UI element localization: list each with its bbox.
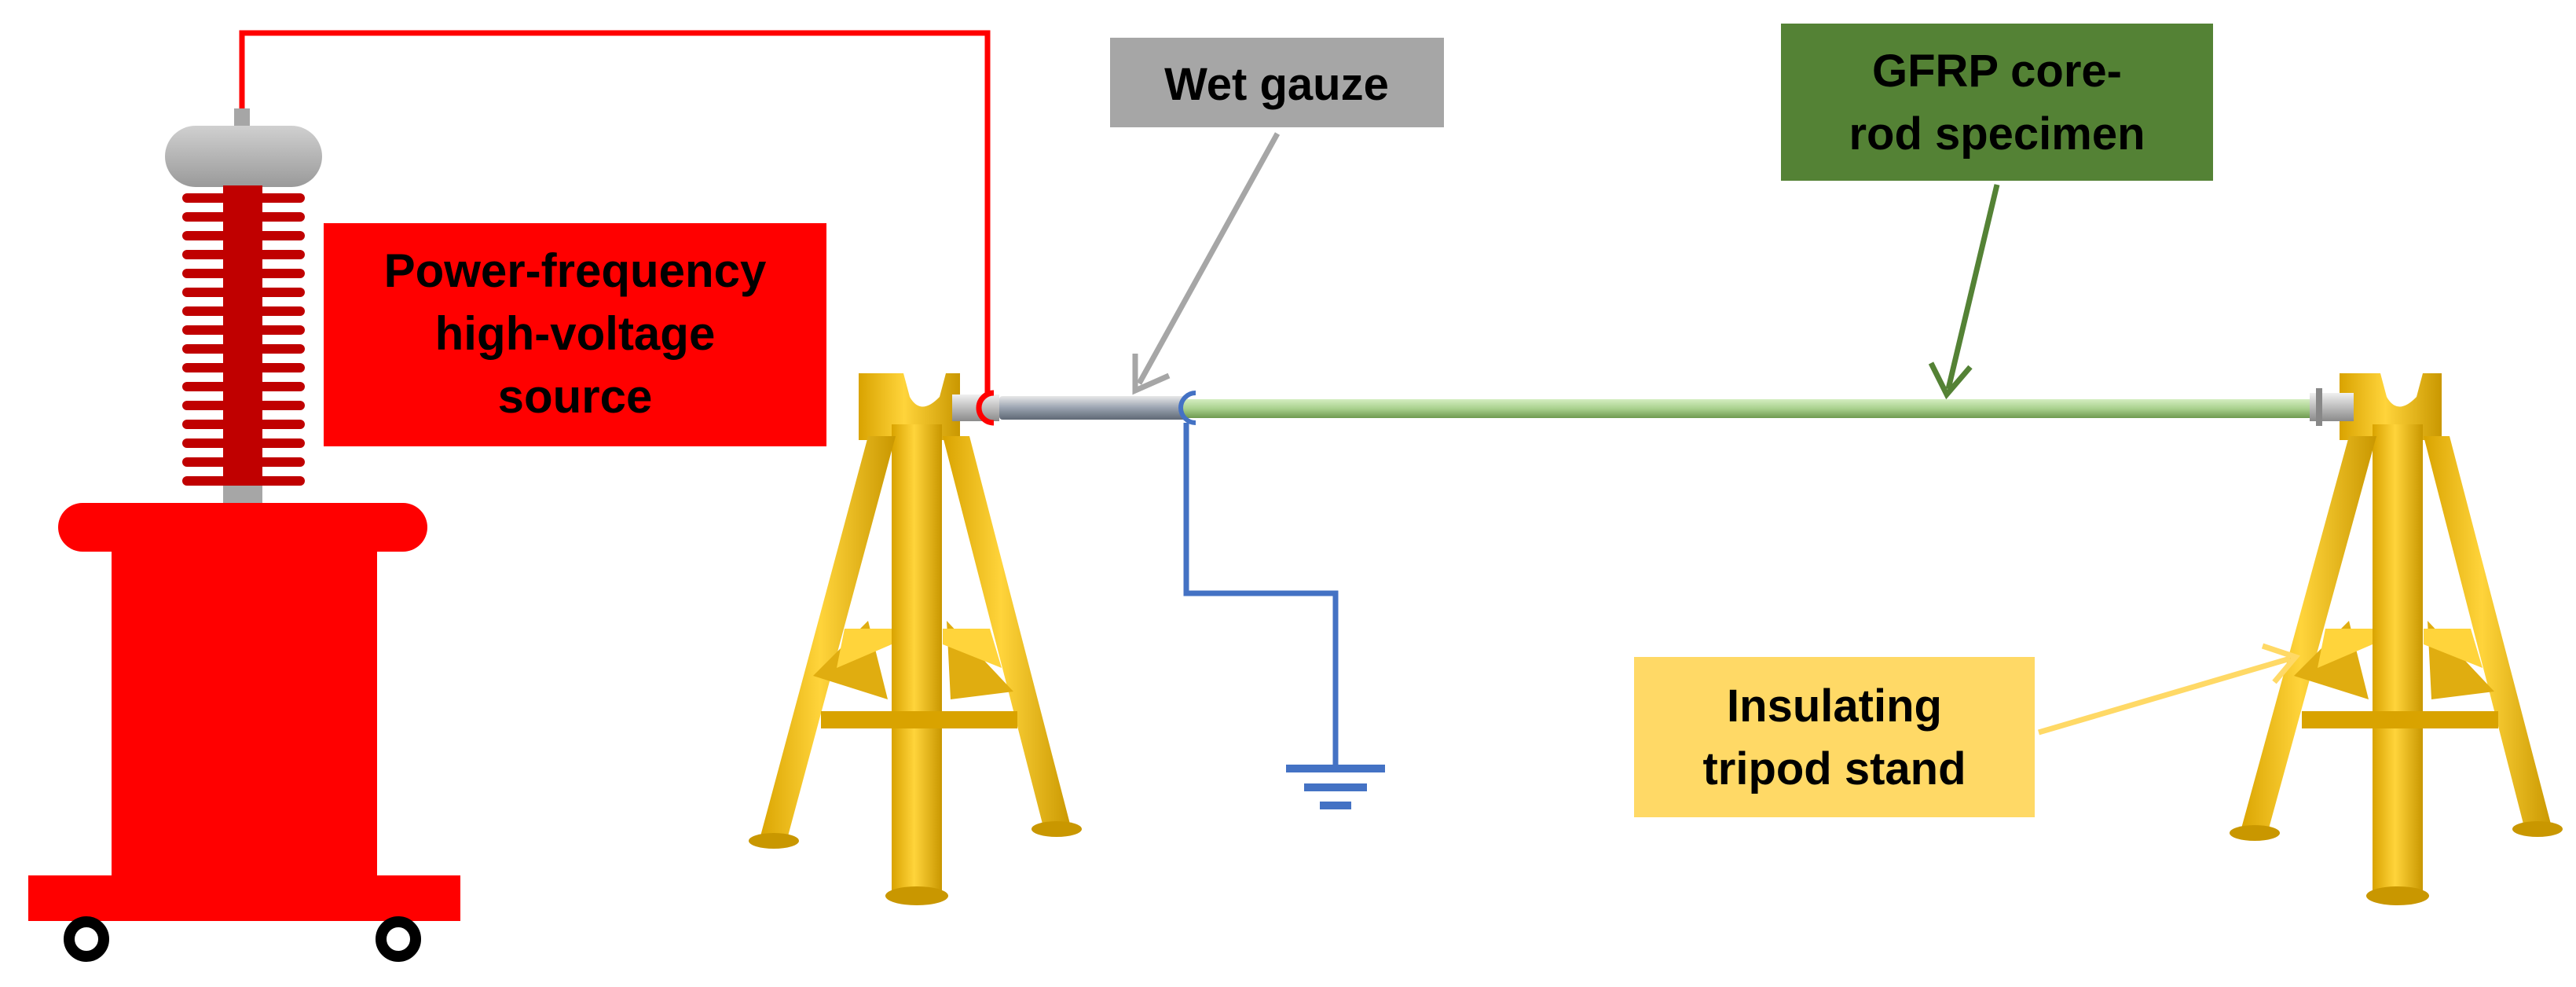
bushing-top-cap — [165, 126, 322, 187]
bushing-sheds — [182, 193, 305, 486]
wet-gauze-pointer — [1136, 132, 1281, 385]
gfrp-specimen-label-line1: GFRP core- — [1872, 46, 2122, 97]
bushing-bottom-cap — [223, 486, 262, 503]
tank-lid — [58, 503, 427, 552]
ground-connection — [1183, 423, 1385, 809]
gfrp-specimen-label-line2: rod specimen — [1849, 108, 2145, 160]
hv-source-label: Power-frequency high-voltage source — [324, 223, 826, 446]
tripod-stand-right — [2230, 373, 2563, 905]
hv-electrode-ring — [976, 390, 995, 426]
hv-source-label-line2: high-voltage — [435, 307, 716, 360]
wet-gauze-label: Wet gauze — [1164, 59, 1389, 110]
tripod-stand-label-line1: Insulating — [1727, 681, 1942, 732]
hv-lead-wire — [239, 30, 991, 397]
tank-body — [112, 542, 377, 880]
ground-electrode-ring — [1178, 391, 1196, 425]
hv-source-label-line3: source — [498, 370, 653, 423]
specimen-assembly — [952, 388, 2354, 426]
hv-source-label-line1: Power-frequency — [384, 244, 767, 297]
tripod-stand-pointer — [2038, 655, 2291, 736]
gfrp-specimen-callout: GFRP core- rod specimen — [1781, 24, 2213, 400]
gfrp-rod — [1182, 399, 2314, 418]
gfrp-specimen-pointer — [1945, 184, 2000, 390]
tripod-stand-callout: Insulating tripod stand — [1634, 643, 2301, 817]
tripod-stand-label-line2: tripod stand — [1702, 743, 1966, 794]
ground-wire — [1183, 423, 1339, 769]
wet-gauze-callout: Wet gauze — [1110, 38, 1444, 395]
hv-transformer — [28, 108, 460, 962]
tripod-stand-left — [749, 373, 1082, 905]
left-end-fitting — [952, 394, 999, 421]
wheel-left — [64, 916, 109, 962]
wet-gauze-section — [999, 396, 1188, 420]
tank-base — [28, 875, 460, 921]
wheel-right — [376, 916, 421, 962]
